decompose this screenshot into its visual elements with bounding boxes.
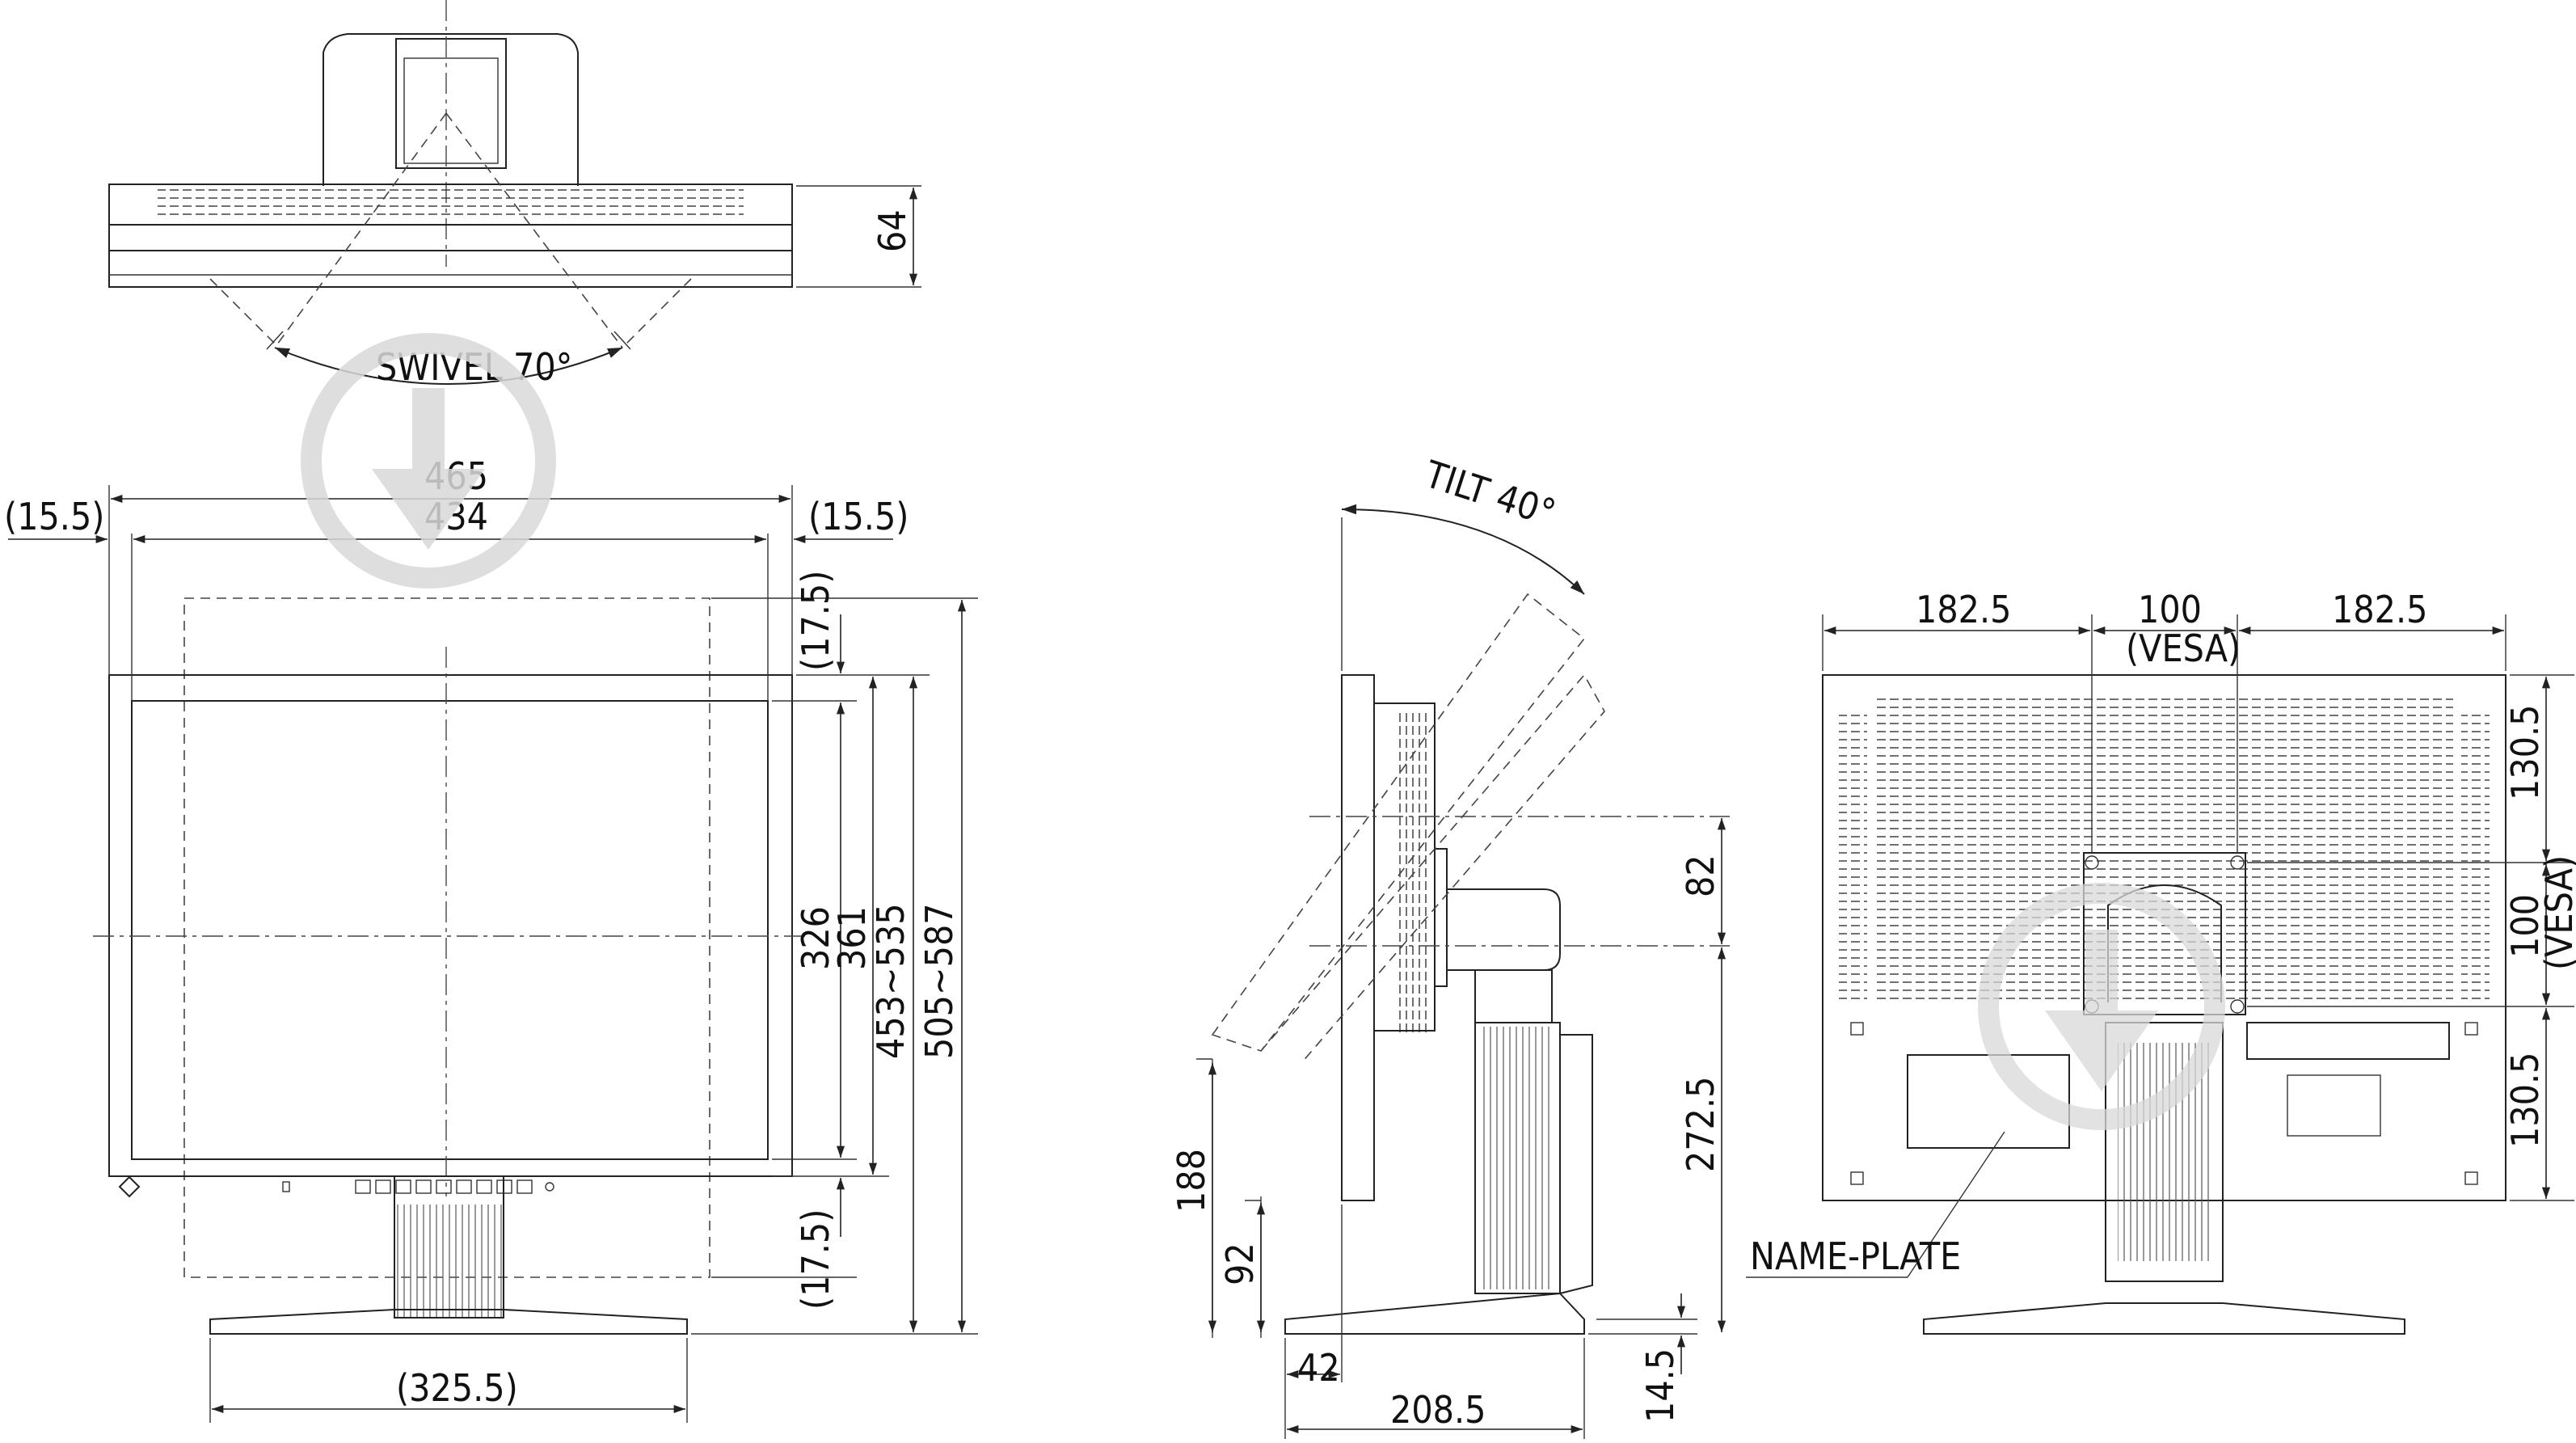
download-icon [1978, 883, 2225, 1130]
front-view: 465 434 (15.5) (15.5) (17.5) 326 361 453… [4, 454, 978, 1423]
stand-height-label: 272.5 [1679, 1077, 1722, 1172]
bezel-top-label: (17.5) [794, 571, 837, 671]
side-left-label: 182.5 [1916, 588, 2011, 631]
top-offset-label: 130.5 [2503, 705, 2547, 800]
bezel-bottom-label: (17.5) [794, 1209, 837, 1310]
download-icon [301, 333, 556, 589]
side-view: TILT 40° 188 92 42 208.5 82 272.5 14.5 [1170, 452, 1730, 1439]
base-thickness-label: 14.5 [1638, 1348, 1682, 1423]
depth-dim-label: 64 [871, 209, 914, 252]
outer-height-label: 361 [830, 906, 874, 970]
height-range-a-label: 453~535 [869, 903, 913, 1059]
front-offset-label: 42 [1297, 1346, 1340, 1390]
vesa-label: (VESA) [2126, 627, 2241, 670]
bottom-offset-label: 130.5 [2503, 1053, 2547, 1148]
vesa-width-label: 100 [2138, 588, 2202, 631]
height-range-b-label: 505~587 [917, 903, 961, 1059]
bezel-left-label: (15.5) [4, 495, 104, 538]
top-view: SWIVEL 70° 64 [108, 0, 921, 389]
vesa-vertical-label: (VESA) [2537, 855, 2576, 970]
pivot-offset-label: 82 [1679, 854, 1722, 897]
base-depth-label: 208.5 [1390, 1388, 1486, 1432]
side-right-label: 182.5 [2332, 588, 2427, 631]
screen-height-label: 326 [794, 906, 837, 970]
name-plate-label: NAME-PLATE [1750, 1234, 1961, 1278]
bezel-right-label: (15.5) [808, 495, 909, 538]
bottom-height-max-label: 188 [1170, 1149, 1213, 1213]
bottom-height-min-label: 92 [1218, 1243, 1262, 1285]
vesa-height-label: 100 [2503, 894, 2547, 958]
base-width-label: (325.5) [396, 1366, 518, 1410]
tilt-label: TILT 40° [1419, 452, 1561, 535]
rear-view: 182.5 100 (VESA) 182.5 130.5 100 (VESA) … [1746, 588, 2576, 1335]
